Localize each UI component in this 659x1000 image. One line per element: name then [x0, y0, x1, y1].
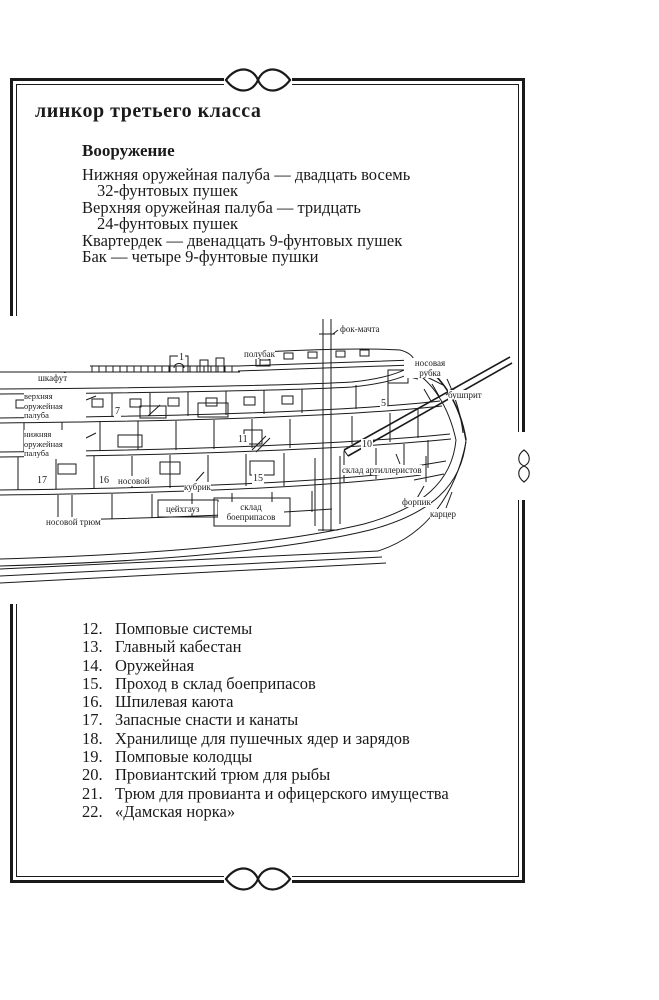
legend-list: 12. Помповые системы 13. Главный кабеста… [82, 619, 512, 821]
armament-line: 32-фунтовых пушек [97, 181, 238, 201]
legend-item-number: 16. [82, 692, 103, 712]
diagram-label: верхняя оружейная палуба [24, 391, 86, 421]
legend-item-text: Проход в склад боеприпасов [115, 673, 316, 693]
diagram-label: карцер [430, 509, 457, 520]
diagram-number: 7 [114, 406, 121, 417]
diagram-number: 1 [178, 352, 185, 363]
legend-item-number: 22. [82, 801, 103, 821]
legend-item: 14. Оружейная [82, 655, 512, 675]
diagram-label: шкафут [38, 373, 68, 384]
legend-item-text: Шпилевая каюта [115, 692, 234, 712]
legend-item: 17. Запасные снасти и канаты [82, 710, 512, 730]
legend-item-text: Помповые колодцы [115, 747, 253, 767]
legend-item-text: «Дамская норка» [115, 801, 236, 821]
diagram-number: 17 [36, 475, 48, 486]
legend-item-text: Главный кабестан [115, 637, 242, 657]
legend-item: 20. Провиантский трюм для рыбы [82, 765, 512, 785]
armament-line: Верхняя оружейная палуба — тридцать [82, 197, 361, 217]
knot-ornament-bottom [224, 863, 292, 895]
legend-item-text: Запасные снасти и канаты [115, 710, 299, 730]
legend-item-text: Хранилище для пушечных ядер и зарядов [115, 728, 410, 748]
diagram-label: склад артиллеристов [342, 465, 422, 476]
armament-section: Вооружение Нижняя оружейная палуба — два… [82, 141, 482, 265]
diagram-label: кубрик [184, 482, 211, 493]
legend-item: 22. «Дамская норка» [82, 801, 512, 821]
legend-item-number: 15. [82, 673, 103, 693]
diagram-label: форпик [402, 497, 431, 508]
diagram-number: 16 [98, 475, 110, 486]
armament-line: Нижняя оружейная палуба — двадцать восем… [82, 165, 411, 184]
armament-line: Квартердек — двенадцать 9-фунтовых пушек [82, 230, 403, 250]
legend-item: 15. Проход в склад боеприпасов [82, 673, 512, 693]
legend-item: 16. Шпилевая каюта [82, 692, 512, 712]
legend-item-text: Провиантский трюм для рыбы [115, 765, 331, 785]
legend-item-number: 14. [82, 655, 103, 675]
legend-item-number: 21. [82, 783, 103, 803]
legend-item-text: Трюм для провианта и офицерского имущест… [115, 783, 449, 803]
diagram-number: 11 [237, 434, 249, 445]
legend-item-number: 19. [82, 747, 103, 767]
legend-item-number: 13. [82, 637, 103, 657]
diagram-label: носовой [118, 476, 150, 487]
armament-line: Бак — четыре 9-фунтовые пушки [82, 247, 319, 267]
armament-heading: Вооружение [82, 141, 175, 160]
legend-item: 19. Помповые колодцы [82, 747, 512, 767]
diagram-label: нижняя оружейная палуба [24, 429, 86, 459]
diagram-label: бушприт [448, 390, 482, 401]
legend-item: 13. Главный кабестан [82, 637, 512, 657]
diagram-label: полубак [244, 349, 276, 360]
knot-ornament-top [224, 64, 292, 96]
diagram-label: носовая рубка [404, 358, 456, 379]
legend-item: 18. Хранилище для пушечных ядер и зарядо… [82, 728, 512, 748]
diagram-label: фок-мачта [340, 324, 380, 335]
legend-item-text: Оружейная [115, 655, 195, 675]
page-title: линкор третьего класса [35, 100, 262, 122]
diagram-label: носовой трюм [46, 517, 101, 528]
knot-ornament-right [507, 432, 541, 500]
diagram-number: 10 [361, 439, 373, 450]
armament-line: 24-фунтовых пушек [97, 214, 238, 234]
diagram-label: склад боеприпасов [218, 502, 284, 523]
diagram-number: 15 [252, 473, 264, 484]
armament-lines: Нижняя оружейная палуба — двадцать восем… [82, 165, 482, 267]
legend-item: 12. Помповые системы [82, 619, 512, 638]
diagram-number: 5 [380, 398, 387, 409]
legend-item-number: 12. [82, 619, 103, 638]
legend-item-text: Помповые системы [115, 619, 253, 638]
legend-item-number: 18. [82, 728, 103, 748]
legend-item-number: 20. [82, 765, 103, 785]
ship-diagram: фок-мачта полубак носовая рубка бушприт … [0, 316, 516, 604]
legend-item-number: 17. [82, 710, 103, 730]
diagram-label: цейхгауз [166, 504, 200, 515]
legend-item: 21. Трюм для провианта и офицерского иму… [82, 783, 512, 803]
